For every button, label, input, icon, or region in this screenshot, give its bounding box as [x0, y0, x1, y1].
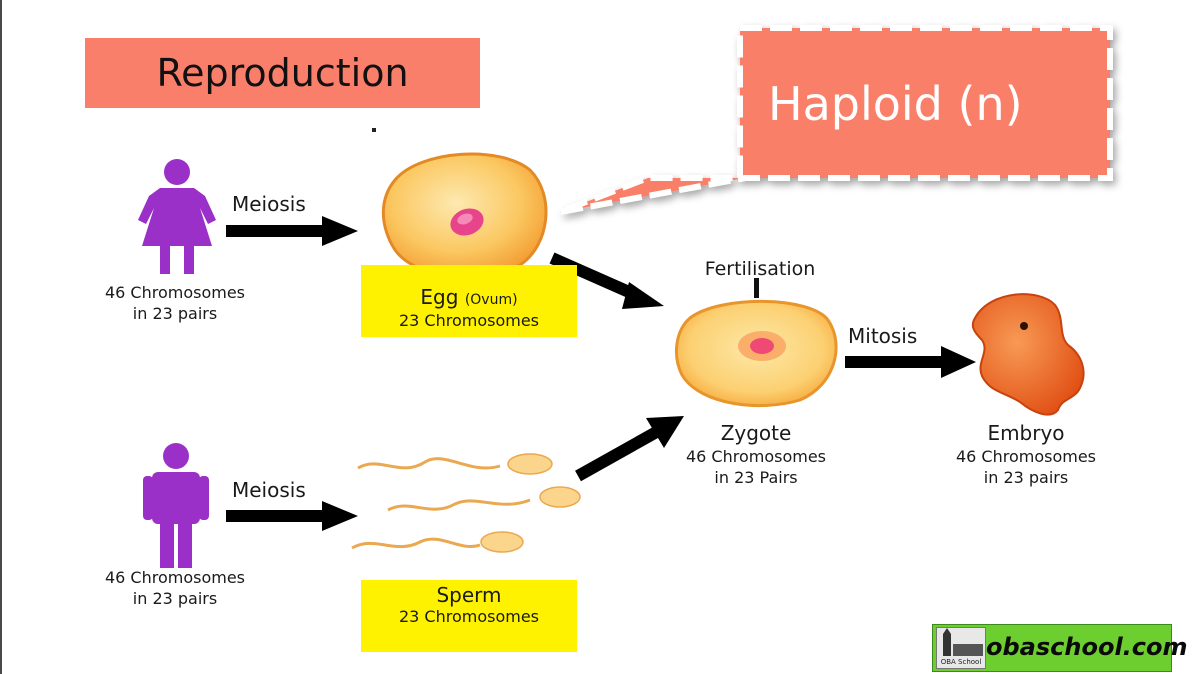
egg-cell-icon: [381, 152, 548, 279]
egg-name: Egg: [420, 285, 459, 309]
female-figure-icon: [138, 159, 216, 274]
sperm-label-box: Sperm 23 Chromosomes: [361, 580, 577, 652]
arrow-egg-to-zygote: [549, 252, 664, 309]
male-caption-line1: 46 Chromosomes: [104, 568, 246, 587]
brand-site-link[interactable]: obaschool.com: [986, 633, 1188, 661]
page-title: Reproduction: [156, 51, 409, 95]
sperm-count: 23 Chromosomes: [398, 607, 540, 626]
brand-logo-text: OBA School: [940, 658, 982, 666]
egg-title: Egg (Ovum): [361, 285, 577, 309]
embryo-name: Embryo: [987, 421, 1065, 445]
zygote-line2: in 23 Pairs: [714, 468, 798, 487]
haploid-callout: [558, 25, 1113, 215]
embryo-line2: in 23 pairs: [983, 468, 1069, 487]
male-caption-line2: in 23 pairs: [132, 589, 218, 608]
fertilisation-tick: [754, 278, 759, 298]
egg-note: (Ovum): [464, 292, 518, 308]
left-border: [0, 0, 2, 674]
tower-icon: [943, 628, 983, 656]
zygote-cell-icon: [675, 299, 838, 408]
female-caption: 46 Chromosomes in 23 pairs: [80, 282, 270, 324]
mitosis-label: Mitosis: [848, 324, 918, 348]
fertilisation-label: Fertilisation: [704, 258, 816, 280]
female-caption-line2: in 23 pairs: [132, 304, 218, 323]
title-box: Reproduction: [85, 38, 480, 108]
egg-count: 23 Chromosomes: [398, 311, 540, 330]
sperm-name: Sperm: [436, 583, 502, 607]
arrow-meiosis-female: [226, 216, 358, 246]
male-figure-icon: [143, 443, 209, 568]
meiosis-label-male: Meiosis: [232, 478, 306, 502]
egg-label-box: Egg (Ovum) 23 Chromosomes: [361, 265, 577, 337]
haploid-label: Haploid (n): [768, 77, 1023, 131]
brand-logo-icon: OBA School: [936, 627, 986, 669]
sperm-cells-icon: [351, 453, 581, 553]
embryo-icon: [971, 293, 1085, 416]
stray-mark: [372, 128, 376, 132]
arrow-meiosis-male: [226, 501, 358, 531]
embryo-caption: Embryo 46 Chromosomes in 23 pairs: [934, 420, 1118, 488]
arrow-sperm-to-zygote: [575, 416, 684, 482]
female-caption-line1: 46 Chromosomes: [104, 283, 246, 302]
zygote-caption: Zygote 46 Chromosomes in 23 Pairs: [664, 420, 848, 488]
embryo-line1: 46 Chromosomes: [955, 447, 1097, 466]
male-caption: 46 Chromosomes in 23 pairs: [80, 567, 270, 609]
meiosis-label-female: Meiosis: [232, 192, 306, 216]
zygote-line1: 46 Chromosomes: [685, 447, 827, 466]
zygote-name: Zygote: [720, 421, 792, 445]
arrow-mitosis: [845, 346, 976, 378]
